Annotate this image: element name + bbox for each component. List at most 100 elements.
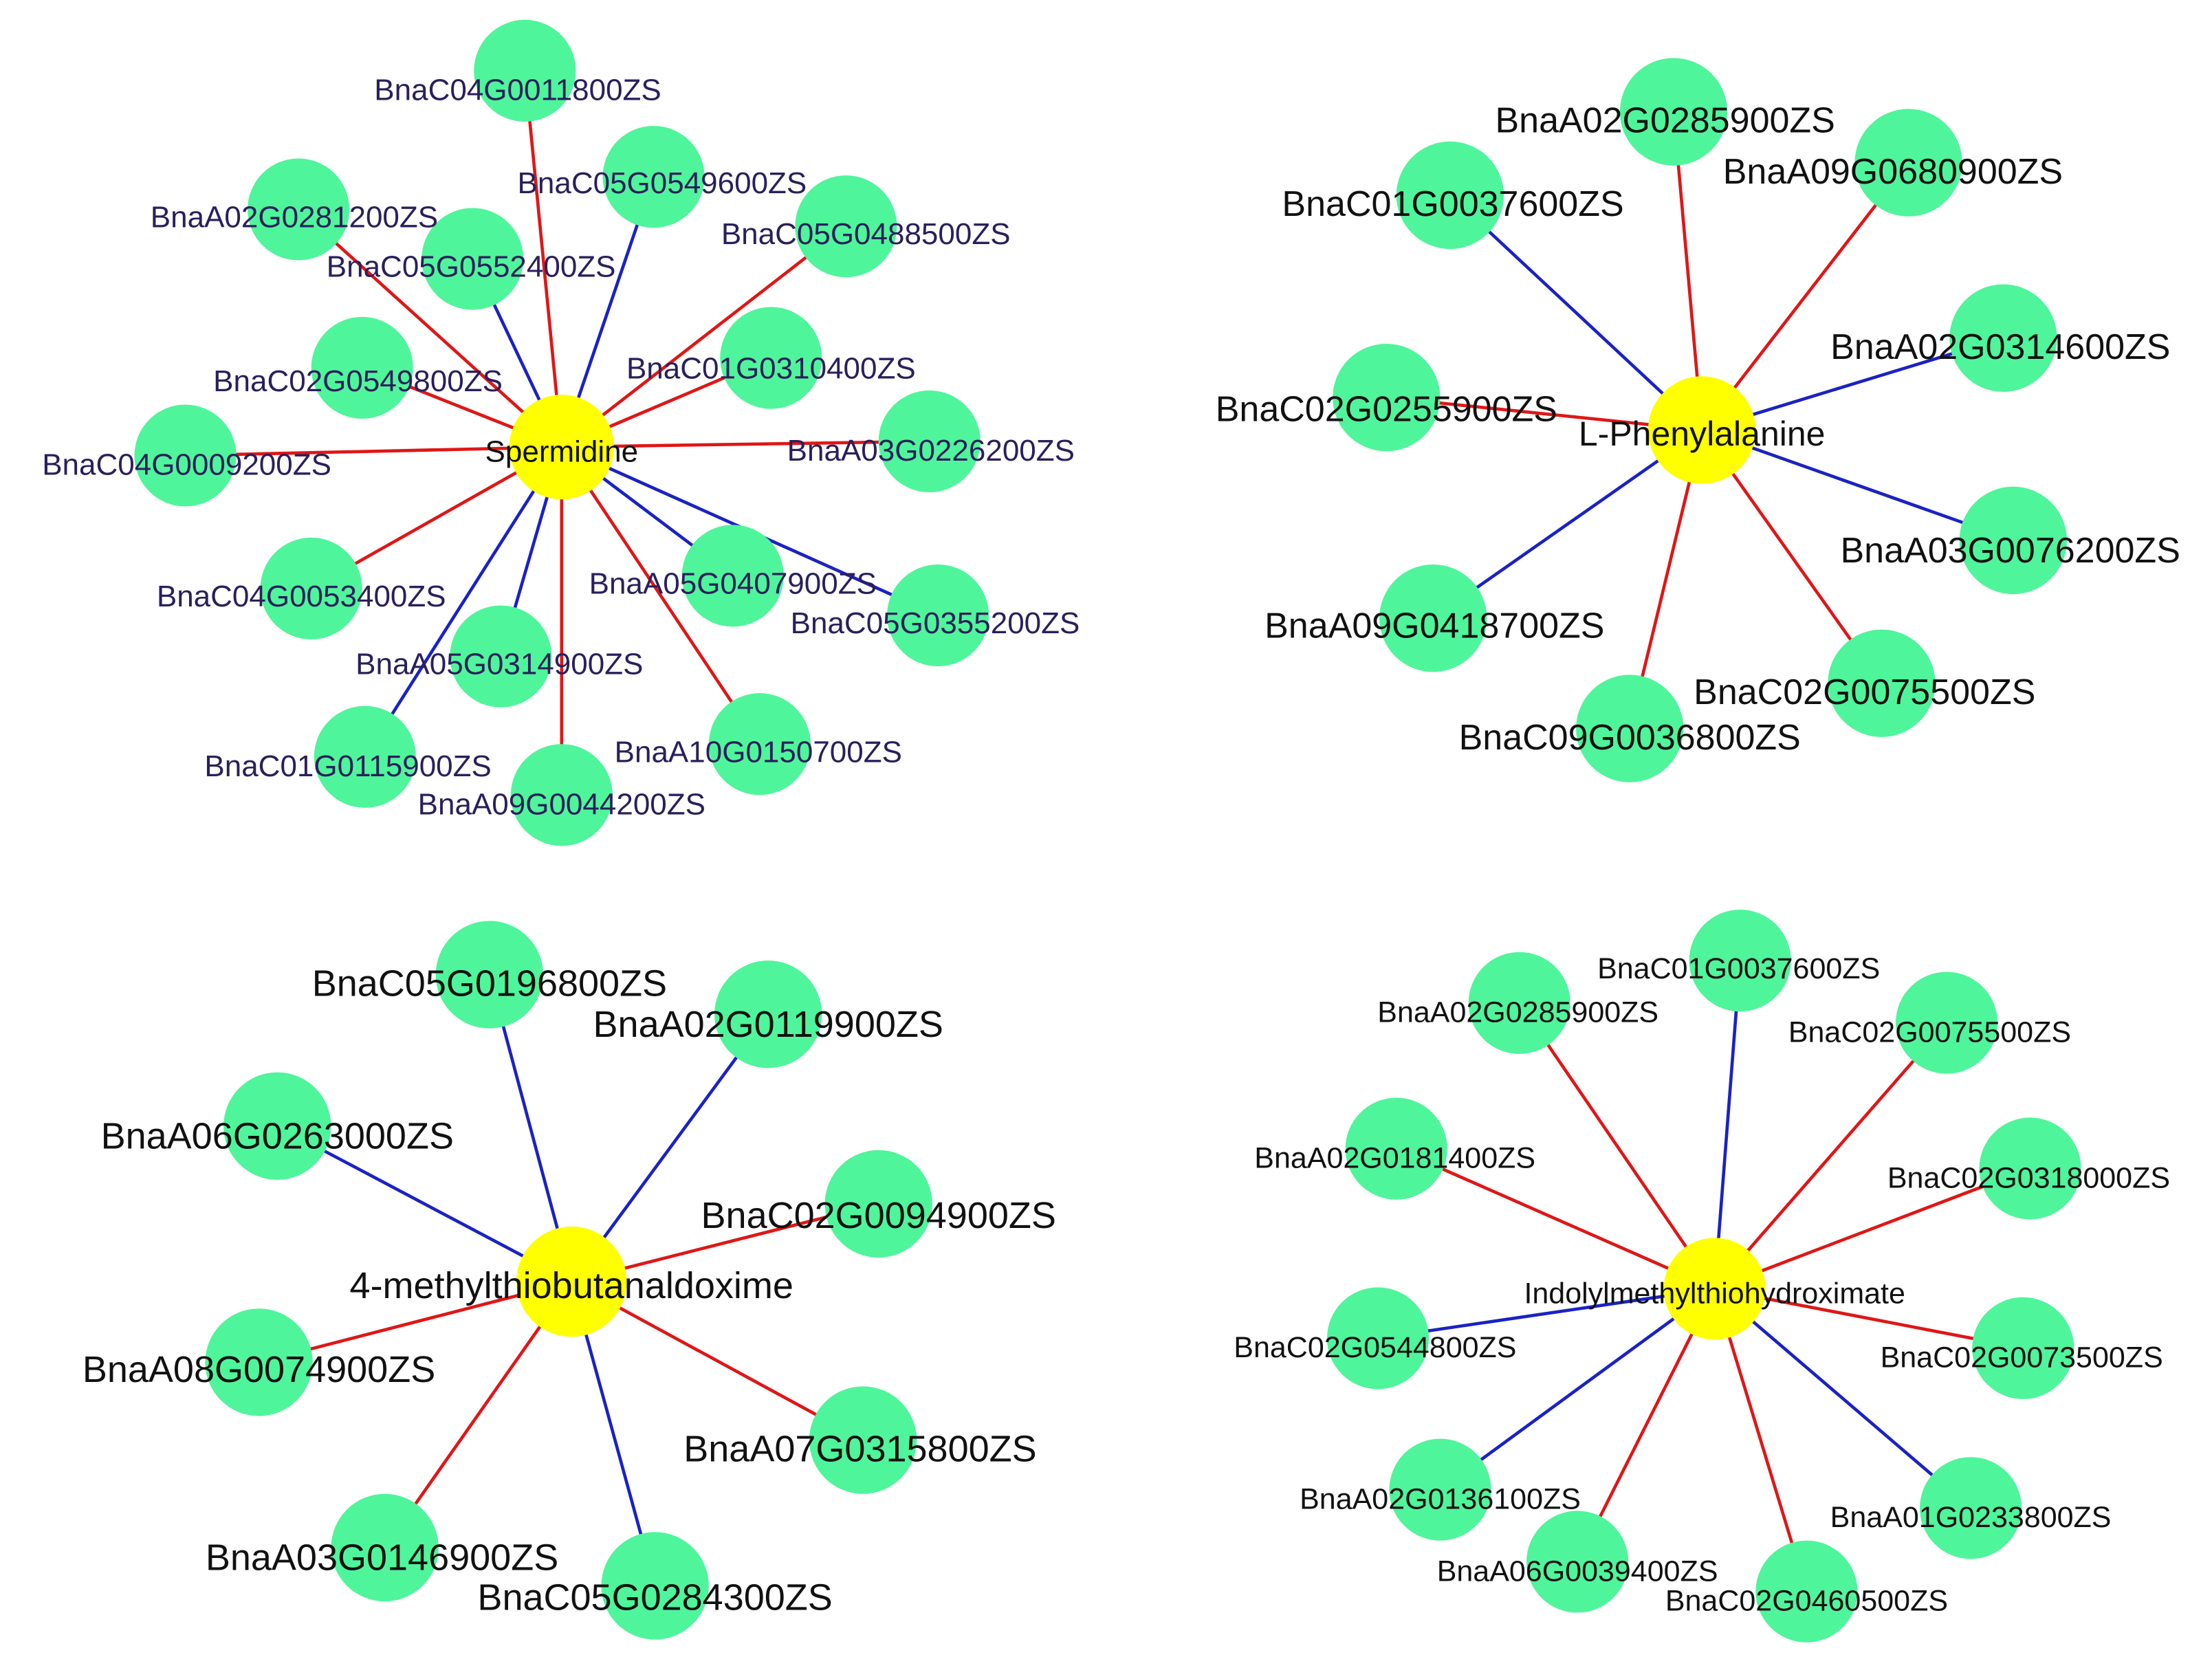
gene-node <box>435 921 544 1029</box>
gene-node <box>708 693 811 795</box>
gene-node <box>205 1308 313 1416</box>
gene-label: BnaA06G0039400ZS <box>1437 1555 1718 1588</box>
gene-node <box>1619 58 1728 166</box>
gene-node <box>311 316 413 419</box>
gene-node <box>714 961 822 1068</box>
indolylmethylthiohydroximate-network: BnaC01G0037600ZSBnaA02G0285900ZSBnaC02G0… <box>1234 909 2170 1643</box>
label-layer: BnaA02G0285900ZSBnaA09G0680900ZSBnaC01G0… <box>1216 101 2180 758</box>
edge-positive <box>523 70 564 448</box>
node-layer <box>1333 58 2068 782</box>
gene-label: BnaA07G0315800ZS <box>683 1428 1036 1469</box>
gene-label: BnaC05G0488500ZS <box>721 217 1011 251</box>
label-layer: BnaC05G0196800ZSBnaA02G0119900ZSBnaA06G0… <box>83 963 1056 1618</box>
gene-node <box>1920 1457 2022 1559</box>
gene-label: BnaA03G0226200ZS <box>787 434 1075 468</box>
gene-node <box>314 705 416 808</box>
edge-positive <box>1713 1167 2031 1291</box>
node-layer <box>205 921 932 1640</box>
edge-negative <box>1701 428 2014 542</box>
gene-label: BnaC02G0073500ZS <box>1881 1341 2163 1374</box>
edge-positive <box>1518 1002 1716 1290</box>
gene-label: BnaA03G0146900ZS <box>206 1537 558 1579</box>
gene-label: BnaC05G0284300ZS <box>477 1577 832 1618</box>
metabolite-label: 4-methylthiobutanaldoxime <box>350 1265 793 1306</box>
metabolite-hub-node <box>1647 376 1756 484</box>
gene-label: BnaA02G0281200ZS <box>151 201 438 234</box>
label-layer: BnaC01G0037600ZSBnaA02G0285900ZSBnaC02G0… <box>1234 952 2170 1618</box>
gene-node <box>260 537 362 639</box>
gene-label: BnaC02G0075500ZS <box>1788 1016 2071 1049</box>
edge-positive <box>560 446 761 745</box>
edge-positive <box>1576 1288 1716 1563</box>
gene-node <box>1896 972 1998 1074</box>
gene-label: BnaC01G0037600ZS <box>1597 952 1880 985</box>
edge-positive <box>571 1280 864 1442</box>
gene-node <box>421 208 524 310</box>
gene-node <box>720 307 822 409</box>
gene-label: BnaC02G0544800ZS <box>1234 1331 1516 1364</box>
edge-positive <box>1714 1287 2024 1350</box>
edge-positive <box>1713 1288 1808 1592</box>
gene-node <box>1396 141 1504 250</box>
gene-node <box>1959 486 2068 595</box>
gene-node <box>450 605 552 707</box>
node-layer <box>134 19 989 846</box>
gene-label: BnaC05G0549600ZS <box>518 166 807 200</box>
gene-label: BnaA05G0407900ZS <box>589 567 877 600</box>
gene-label: BnaC02G0255900ZS <box>1216 389 1557 429</box>
gene-node <box>1345 1097 1447 1200</box>
metabolite-hub-node <box>509 395 614 500</box>
gene-node <box>1576 674 1684 782</box>
gene-label: BnaA02G0136100ZS <box>1300 1482 1581 1515</box>
gene-node <box>1379 564 1487 672</box>
gene-label: BnaA02G0285900ZS <box>1495 101 1835 141</box>
gene-node <box>223 1072 331 1180</box>
edge-negative <box>570 1013 770 1283</box>
edge-negative <box>276 1124 573 1284</box>
node-layer <box>1326 909 2081 1643</box>
gene-node <box>1755 1540 1858 1643</box>
gene-label: BnaC01G0037600ZS <box>1282 184 1623 224</box>
gene-label: BnaA05G0314900ZS <box>355 648 643 681</box>
gene-label: BnaC04G0009200ZS <box>42 448 331 482</box>
gene-label: BnaC04G0053400ZS <box>157 580 446 613</box>
l-phenylalanine-network: BnaA02G0285900ZSBnaA09G0680900ZSBnaC01G0… <box>1216 58 2180 782</box>
gene-node <box>887 564 989 667</box>
gene-label: BnaA02G0181400ZS <box>1254 1142 1535 1175</box>
gene-label: BnaA02G0314600ZS <box>1830 327 2170 367</box>
gene-label: BnaC04G0011800ZS <box>374 73 661 107</box>
gene-label: BnaA09G0044200ZS <box>418 787 705 821</box>
gene-label: BnaC02G0318000ZS <box>1887 1161 2170 1194</box>
edge-negative <box>1449 194 1703 432</box>
metabolite-label: Indolylmethylthiohydroximate <box>1524 1277 1905 1310</box>
gene-node <box>601 1532 709 1640</box>
gene-node <box>824 1150 932 1258</box>
gene-node <box>1972 1297 2074 1399</box>
metabolite-label: L-Phenylalanine <box>1579 415 1826 453</box>
gene-label: BnaC01G0115900ZS <box>204 749 491 783</box>
gene-node <box>1828 629 1936 737</box>
gene-label: BnaA03G0076200ZS <box>1841 531 2180 571</box>
label-layer: BnaC04G0011800ZS BnaC05G0549600ZS BnaC05G0… <box>42 73 1080 821</box>
edge-negative <box>1439 1287 1716 1491</box>
edge-positive <box>185 445 562 457</box>
edge-layer <box>1377 960 2031 1592</box>
methylthiobutanaldoxime-network: BnaC05G0196800ZSBnaA02G0119900ZSBnaA06G0… <box>83 921 1056 1640</box>
edge-negative <box>363 446 563 758</box>
spermidine-network: BnaC04G0011800ZS BnaC05G0549600ZS BnaC05G0… <box>42 19 1080 846</box>
gene-node <box>1979 1117 2081 1220</box>
gene-label: BnaA06G0263000ZS <box>101 1116 454 1157</box>
gene-label: BnaA09G0418700ZS <box>1264 606 1604 646</box>
gene-label: BnaC05G0355200ZS <box>791 606 1080 640</box>
gene-label: BnaA08G0074900ZS <box>83 1349 435 1390</box>
gene-label: BnaC02G0094900ZS <box>701 1195 1056 1236</box>
gene-node <box>681 525 784 627</box>
gene-label: BnaC02G0549800ZS <box>213 364 503 398</box>
gene-node <box>1526 1511 1629 1613</box>
edge-positive <box>560 225 847 448</box>
gene-label: BnaA10G0150700ZS <box>615 735 902 769</box>
edge-negative <box>1432 428 1703 620</box>
edge-negative <box>1713 960 1742 1289</box>
gene-node <box>795 175 897 278</box>
